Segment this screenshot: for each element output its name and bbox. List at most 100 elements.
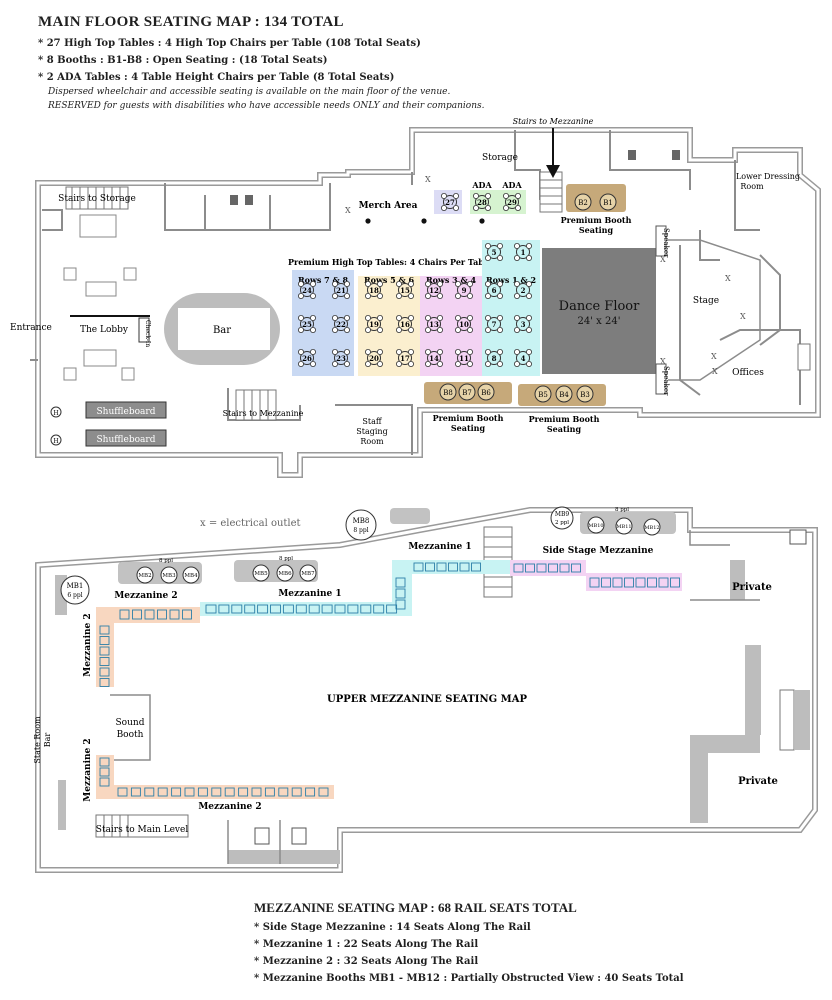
svg-text:X: X bbox=[712, 367, 718, 376]
staging-label: Staging bbox=[356, 427, 387, 436]
rows-5-6-label: Rows 5 & 6 bbox=[364, 275, 415, 285]
h-marker-1: H bbox=[50, 406, 62, 418]
rail-seats bbox=[99, 562, 680, 797]
svg-text:B7: B7 bbox=[462, 389, 472, 397]
premium-booth-right-seating-label: Seating bbox=[547, 424, 582, 434]
mezzanine-1-seat bbox=[436, 562, 447, 572]
premium-booth-top-label: Premium Booth bbox=[561, 215, 632, 225]
side-stage-seat bbox=[612, 577, 623, 588]
mezzanine-2-seat bbox=[318, 787, 329, 797]
svg-text:4: 4 bbox=[521, 354, 526, 363]
high-top-table-23: 23 bbox=[331, 348, 351, 368]
mezzanine-2-seat bbox=[224, 787, 235, 797]
ada-table-29: 29 bbox=[502, 192, 522, 212]
booth-b6: B6 bbox=[477, 383, 495, 401]
office-stairs bbox=[797, 343, 811, 371]
ada-table-28: 28 bbox=[472, 192, 492, 212]
main-bullet-2: * 8 Booths : B1-B8 : Open Seating : (18 … bbox=[38, 55, 328, 66]
main-floor-title: MAIN FLOOR SEATING MAP : 134 TOTAL bbox=[38, 14, 344, 30]
mezz-bullet-3: * Mezzanine 2 : 32 Seats Along The Rail bbox=[254, 956, 479, 967]
mezzanine-2-seat bbox=[238, 787, 249, 797]
ada-label-1: ADA bbox=[471, 180, 492, 190]
mezzanine-2-seat bbox=[99, 667, 110, 677]
shuffleboard-2-label: Shuffleboard bbox=[97, 435, 156, 445]
dance-floor-label: Dance Floor bbox=[559, 299, 640, 314]
high-top-table-5: 5 bbox=[484, 242, 504, 262]
high-top-table-16: 16 bbox=[395, 314, 415, 334]
stairs-to-storage-label: Stairs to Storage bbox=[58, 194, 136, 204]
svg-text:B3: B3 bbox=[580, 391, 590, 399]
shuffleboard-1 bbox=[85, 401, 167, 419]
mezzanine-2-seat bbox=[132, 609, 142, 620]
svg-text:X: X bbox=[725, 274, 731, 283]
ada-label-2: ADA bbox=[501, 180, 522, 190]
upper-mezzanine-title: UPPER MEZZANINE SEATING MAP bbox=[327, 694, 527, 705]
mezzanine-2-seat bbox=[264, 787, 275, 797]
booth-b5: B5 bbox=[534, 385, 552, 403]
staff-room-label: Room bbox=[360, 437, 384, 446]
speaker-top bbox=[655, 225, 667, 257]
mezzanine-2-seat bbox=[291, 787, 302, 797]
booth-b2: B2 bbox=[574, 193, 592, 211]
mezzanine-2-seat bbox=[119, 609, 130, 620]
svg-text:17: 17 bbox=[400, 354, 410, 363]
mezzanine-1-seat bbox=[270, 604, 281, 614]
svg-text:19: 19 bbox=[369, 320, 379, 329]
booth-b7: B7 bbox=[458, 383, 476, 401]
booth-b8: B8 bbox=[439, 383, 457, 401]
mezzanine-2-top-label: Mezzanine 2 bbox=[114, 591, 177, 601]
svg-text:23: 23 bbox=[336, 354, 346, 363]
mezzanine-1-seat bbox=[205, 604, 217, 614]
rows-1-2-label: Rows 1 & 2 bbox=[486, 275, 536, 285]
private-bottom-label: Private bbox=[738, 776, 778, 787]
main-floor-plan: Stairs to Storage Storage Stairs to Mezz… bbox=[10, 117, 821, 478]
svg-text:MB2: MB2 bbox=[138, 573, 151, 579]
svg-text:MB4: MB4 bbox=[184, 573, 198, 579]
mezzanine-1-seat bbox=[448, 562, 458, 572]
booth-group-2-cap: 8 ppl bbox=[279, 556, 293, 562]
stairs-to-mezzanine-bottom-label: Stairs to Mezzanine bbox=[223, 409, 304, 418]
mezzanine-2-seat bbox=[305, 787, 316, 797]
sound-label: Sound bbox=[116, 718, 145, 728]
check-in-desk bbox=[138, 317, 150, 343]
svg-text:18: 18 bbox=[369, 286, 379, 295]
side-stage-seat bbox=[525, 563, 535, 573]
booth-mb11: MB11 bbox=[615, 517, 633, 535]
svg-text:B6: B6 bbox=[481, 389, 491, 397]
svg-text:MB1: MB1 bbox=[67, 582, 84, 590]
rows-3-4-label: Rows 3 & 4 bbox=[426, 275, 477, 285]
staff-label: Staff bbox=[362, 417, 382, 426]
mezzanine-2-seat bbox=[99, 625, 110, 635]
booth-b4: B4 bbox=[555, 385, 573, 403]
high-top-table-15: 15 bbox=[395, 280, 415, 300]
high-top-table-11: 11 bbox=[454, 348, 474, 368]
side-stage-seat bbox=[536, 563, 547, 573]
svg-text:X: X bbox=[740, 312, 746, 321]
booth-mb2: MB2 bbox=[136, 566, 154, 584]
bar-label: Bar bbox=[213, 325, 231, 336]
booth-mb3: MB3 bbox=[160, 566, 178, 584]
svg-text:8 ppl: 8 ppl bbox=[353, 527, 368, 534]
high-top-table-20: 20 bbox=[364, 348, 384, 368]
mezzanine-1-seat bbox=[321, 604, 333, 614]
svg-text:29: 29 bbox=[507, 198, 517, 207]
mezzanine-2-seat bbox=[211, 787, 222, 797]
high-top-table-17: 17 bbox=[395, 348, 415, 368]
svg-text:6 ppl: 6 ppl bbox=[67, 592, 82, 599]
svg-text:H: H bbox=[53, 438, 58, 445]
mezzanine-1-seat bbox=[395, 599, 406, 610]
svg-text:5: 5 bbox=[492, 248, 497, 257]
booth-mb1: MB1 6 ppl bbox=[60, 575, 90, 605]
side-stage-seat bbox=[601, 577, 611, 588]
mezzanine-2-seat bbox=[144, 787, 155, 797]
entrance-label: Entrance bbox=[10, 323, 52, 333]
mezz-bullet-2: * Mezzanine 1 : 22 Seats Along The Rail bbox=[254, 939, 479, 950]
private-top-label: Private bbox=[732, 582, 772, 593]
mezzanine-1-seat bbox=[360, 604, 372, 614]
booth-mb4: MB4 bbox=[182, 566, 200, 584]
mezzanine-1-seat bbox=[471, 562, 481, 572]
mezzanine-1-seat bbox=[425, 562, 435, 572]
side-stage-seat bbox=[647, 577, 657, 588]
side-stage-mezzanine-label: Side Stage Mezzanine bbox=[543, 546, 654, 556]
booth-label: Booth bbox=[117, 730, 144, 740]
